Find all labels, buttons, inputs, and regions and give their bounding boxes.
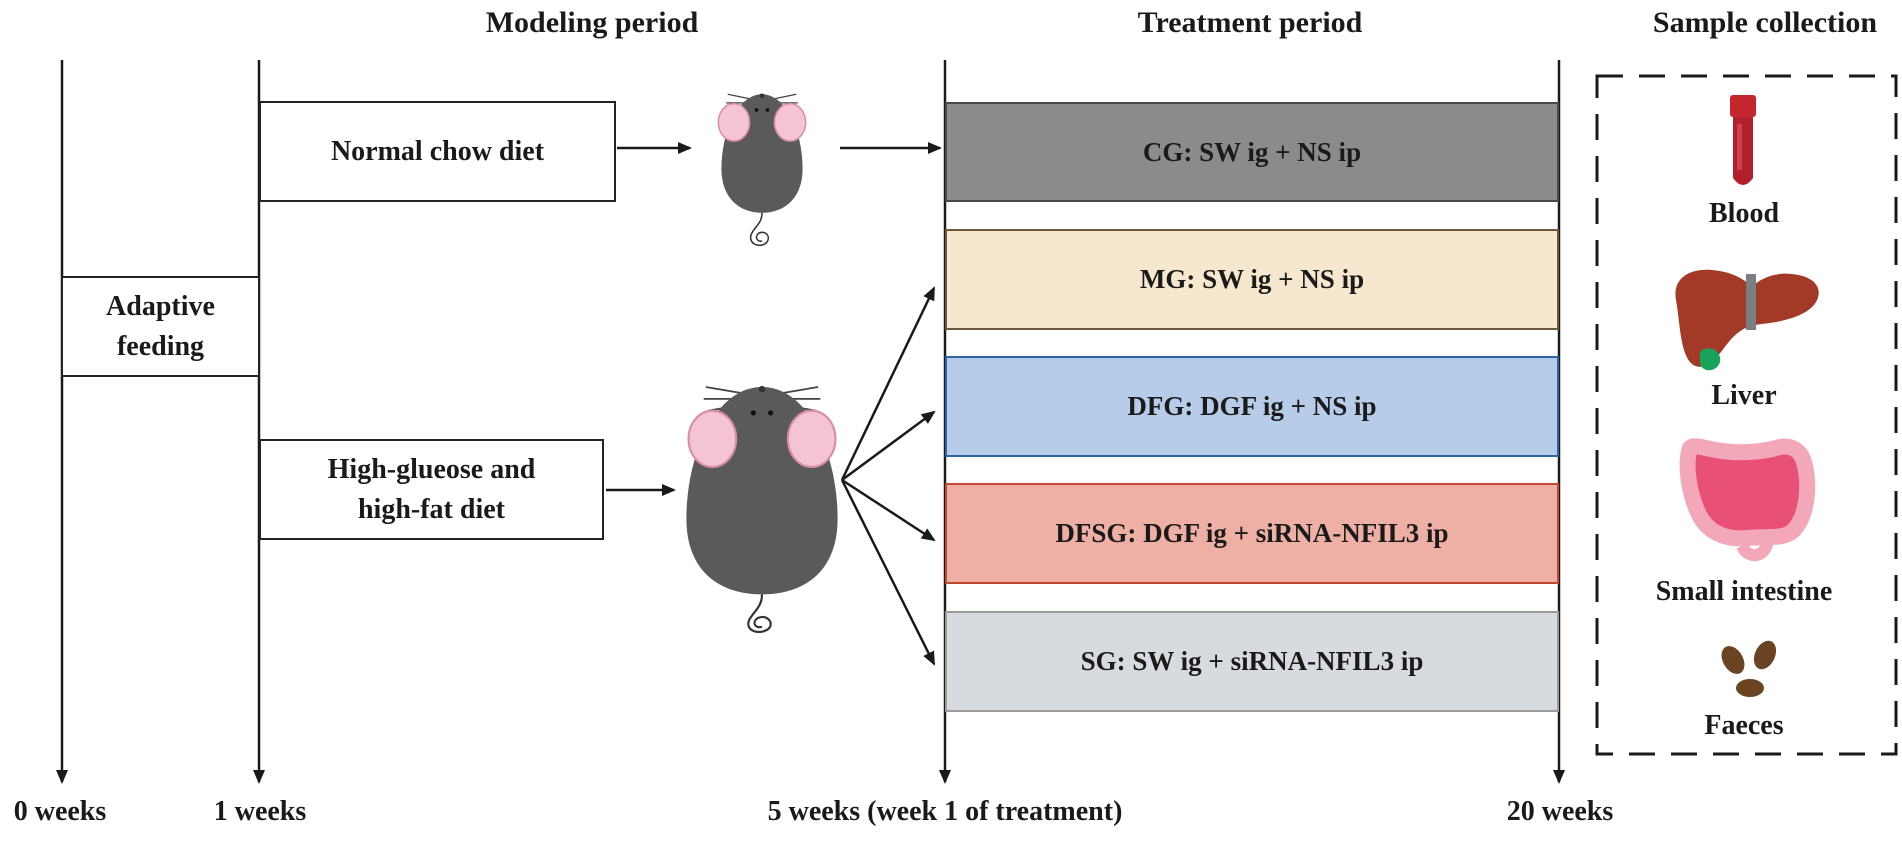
mouse-icon (717, 93, 807, 247)
timepoint-0-weeks: 0 weeks (13, 796, 107, 827)
group-mg-box: MG: SW ig + NS ip (945, 229, 1559, 330)
timepoint-20-weeks: 20 weeks (1506, 796, 1614, 827)
arrow-to-mg (840, 286, 936, 481)
high-fat-diet-box: High-glueose and high-fat diet (259, 439, 604, 540)
blood-tube-icon (1730, 95, 1756, 185)
sample-label-small-intestine: Small intestine (1655, 576, 1833, 607)
group-dfsg-box: DFSG: DGF ig + siRNA-NFIL3 ip (945, 483, 1559, 584)
sample-label-liver: Liver (1711, 380, 1777, 411)
group-sg-box: SG: SW ig + siRNA-NFIL3 ip (945, 611, 1559, 712)
timepoint-1-weeks: 1 weeks (213, 796, 307, 827)
arrow-to-dfg (841, 410, 936, 482)
adaptive-feeding-box: Adaptive feeding (61, 276, 260, 377)
intestine-icon (1679, 438, 1816, 561)
header-treatment-period: Treatment period (1137, 6, 1363, 39)
liver-icon (1675, 269, 1819, 371)
arrow-to-sg (840, 479, 936, 666)
header-sample-collection: Sample collection (1652, 6, 1878, 39)
sample-label-blood: Blood (1708, 198, 1780, 229)
sample-label-faeces: Faeces (1704, 710, 1784, 741)
mouse-icon (686, 385, 838, 633)
normal-chow-diet-box: Normal chow diet (259, 101, 616, 202)
timepoint-5-weeks: 5 weeks (week 1 of treatment) (767, 796, 1123, 827)
group-dfg-box: DFG: DGF ig + NS ip (945, 356, 1559, 457)
header-modeling-period: Modeling period (485, 6, 699, 39)
flow-arrows (606, 142, 942, 666)
group-cg-box: CG: SW ig + NS ip (945, 102, 1559, 202)
sample-collection-frame (1595, 74, 1898, 756)
arrow-to-dfsg (841, 478, 936, 542)
faeces-icon (1721, 640, 1777, 697)
